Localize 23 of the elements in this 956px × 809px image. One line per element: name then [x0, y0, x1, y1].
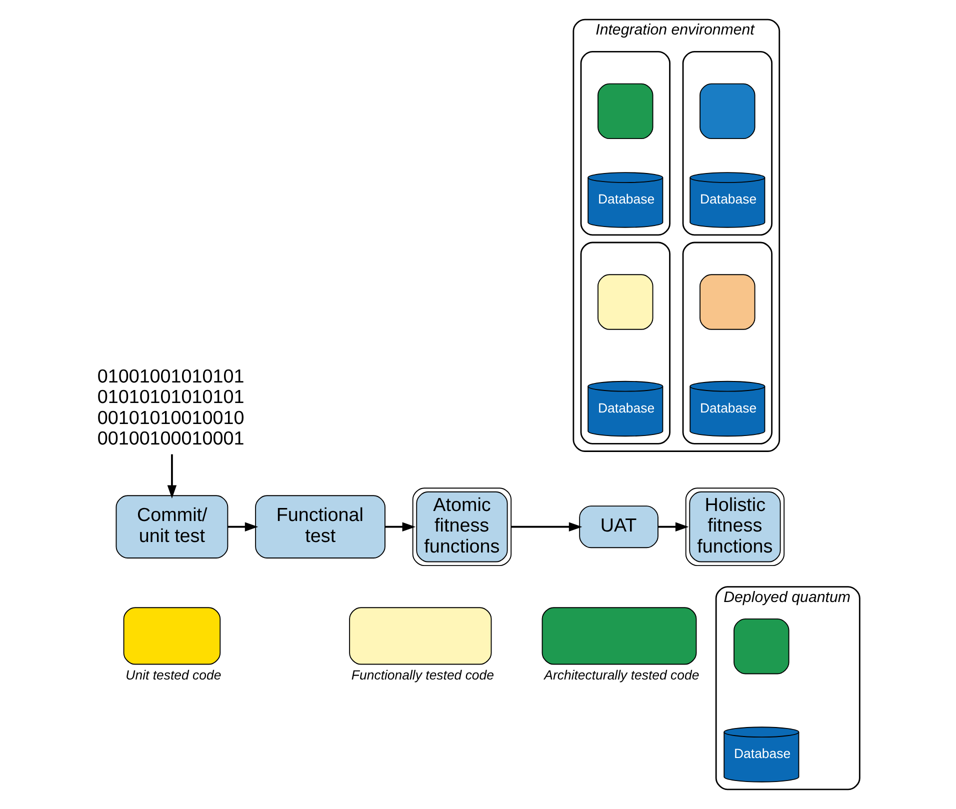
node-box: [699, 83, 755, 140]
node-box: [733, 618, 789, 674]
node-label: Functionally tested code: [350, 668, 494, 683]
arrow: [384, 522, 416, 532]
arrow: [658, 522, 688, 532]
node-box: [597, 83, 653, 140]
cluster: [682, 50, 772, 236]
node-box: [597, 274, 653, 330]
node-label: Architecturally tested code: [544, 668, 699, 683]
node-box: Functional test: [254, 495, 385, 558]
arrow: [166, 454, 176, 498]
node-box: Atomic fitness functions: [412, 488, 512, 566]
node-box: [699, 274, 755, 330]
node-box: UAT: [578, 506, 658, 548]
node-text: 01001001010101 01010101010101 00101010010010 00100100010001: [96, 366, 244, 450]
node-label: Unit tested code: [125, 668, 221, 683]
cluster: [682, 242, 772, 444]
node-box: Commit/ unit test: [115, 495, 228, 558]
arrow: [227, 522, 258, 532]
arrow: [510, 522, 582, 532]
node-box: Holistic fitness functions: [684, 488, 784, 566]
cluster: [580, 50, 670, 236]
cluster: [580, 242, 670, 444]
